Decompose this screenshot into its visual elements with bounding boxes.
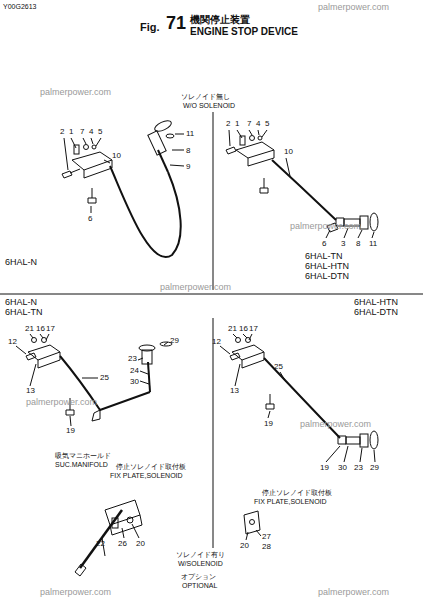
callout-number: 1 (235, 120, 239, 128)
callout-number: 17 (249, 325, 258, 333)
model-name: 6HAL-N (5, 298, 37, 307)
callout-number: 13 (26, 387, 35, 395)
note-text: SUC.MANIFOLD (55, 461, 108, 468)
callout-number: 3 (341, 240, 345, 248)
callout-number: 30 (338, 464, 347, 472)
callout-number: 6 (88, 215, 92, 223)
divider-line (213, 112, 214, 290)
watermark: palmerpower.com (290, 222, 361, 231)
watermark: palmerpower.com (300, 420, 371, 429)
note-text: 吸気マニホールド (55, 452, 111, 459)
callout-number: 27 (262, 533, 271, 541)
watermark: palmerpower.com (40, 88, 111, 97)
callout-number: 8 (186, 147, 190, 155)
callout-number: 7 (80, 128, 84, 136)
callout-number: 16 (239, 325, 248, 333)
stop-cable-assembly (226, 130, 378, 238)
callout-number: 11 (186, 130, 194, 138)
stop-cable-assembly (220, 334, 378, 540)
note-text: FIX PLATE,SOLENOID (110, 472, 183, 479)
callout-number: 29 (170, 337, 179, 345)
callout-number: 25 (100, 374, 109, 382)
callout-number: 5 (265, 120, 269, 128)
note-text: OPTIONAL (182, 582, 217, 589)
watermark: palmerpower.com (26, 398, 97, 407)
note-text: ソレノイド有り (176, 551, 225, 558)
callout-number: 2 (226, 120, 230, 128)
model-name: 6HAL-N (5, 258, 37, 267)
callout-number: 21 (25, 325, 34, 333)
note-text: 停止ソレノイド取付板 (116, 463, 186, 470)
callout-number: 6 (322, 240, 326, 248)
figure-heading: 71 (166, 14, 186, 32)
model-name: 6HAL-DTN (305, 272, 349, 281)
callout-number: 19 (264, 420, 273, 428)
note-text: オプション (181, 573, 216, 580)
model-name: 6HAL-HTN (354, 298, 398, 307)
callout-number: 2 (60, 128, 64, 136)
callout-number: 20 (240, 542, 249, 550)
stop-cable-assembly (16, 334, 172, 576)
divider-line (213, 318, 214, 548)
callout-number: 10 (284, 148, 293, 156)
callout-number: 8 (356, 240, 360, 248)
callout-number: 24 (130, 367, 139, 375)
model-name: 6HAL-TN (305, 252, 343, 261)
model-name: 6HAL-TN (5, 308, 43, 317)
callout-number: 13 (230, 387, 239, 395)
watermark: palmerpower.com (318, 3, 389, 12)
note-text: W/O SOLENOID (183, 102, 235, 109)
note-text: Y00G2613 (3, 3, 36, 10)
callout-number: 22 (96, 540, 105, 548)
note-text: W/SOLENOID (178, 560, 223, 567)
callout-number: 7 (247, 120, 251, 128)
callout-number: 4 (256, 120, 260, 128)
model-name: 6HAL-DTN (354, 308, 398, 317)
note-text: 停止ソレノイド取付板 (262, 489, 332, 496)
watermark: palmerpower.com (40, 588, 111, 597)
callout-number: 10 (112, 152, 121, 160)
callout-number: 21 (228, 325, 237, 333)
watermark: palmerpower.com (318, 588, 389, 597)
callout-number: 26 (118, 540, 127, 548)
callout-number: 19 (320, 464, 329, 472)
model-name: 6HAL-HTN (305, 262, 349, 271)
callout-number: 9 (186, 163, 190, 171)
callout-number: 30 (130, 378, 139, 386)
watermark: palmerpower.com (160, 283, 231, 292)
callout-number: 17 (46, 325, 55, 333)
callout-number: 16 (36, 325, 45, 333)
figure-heading: 機関停止装置 (190, 15, 250, 25)
callout-number: 19 (66, 427, 75, 435)
note-text: FIX PLATE,SOLENOID (254, 498, 327, 505)
figure-heading: Fig. (140, 22, 160, 33)
callout-number: 23 (354, 464, 363, 472)
callout-number: 23 (128, 355, 137, 363)
callout-number: 29 (370, 464, 379, 472)
callout-number: 4 (89, 128, 93, 136)
callout-number: 5 (98, 128, 102, 136)
stop-cable-assembly (62, 119, 184, 258)
callout-number: 28 (262, 543, 271, 551)
callout-number: 25 (274, 363, 283, 371)
callout-number: 1 (69, 128, 73, 136)
callout-number: 20 (136, 540, 145, 548)
callout-number: 12 (212, 338, 221, 346)
divider-line (0, 294, 423, 295)
callout-number: 12 (8, 338, 17, 346)
figure-title: ENGINE STOP DEVICE (190, 27, 298, 37)
callout-number: 11 (369, 240, 377, 248)
note-text: ソレノイド無し (181, 93, 230, 100)
